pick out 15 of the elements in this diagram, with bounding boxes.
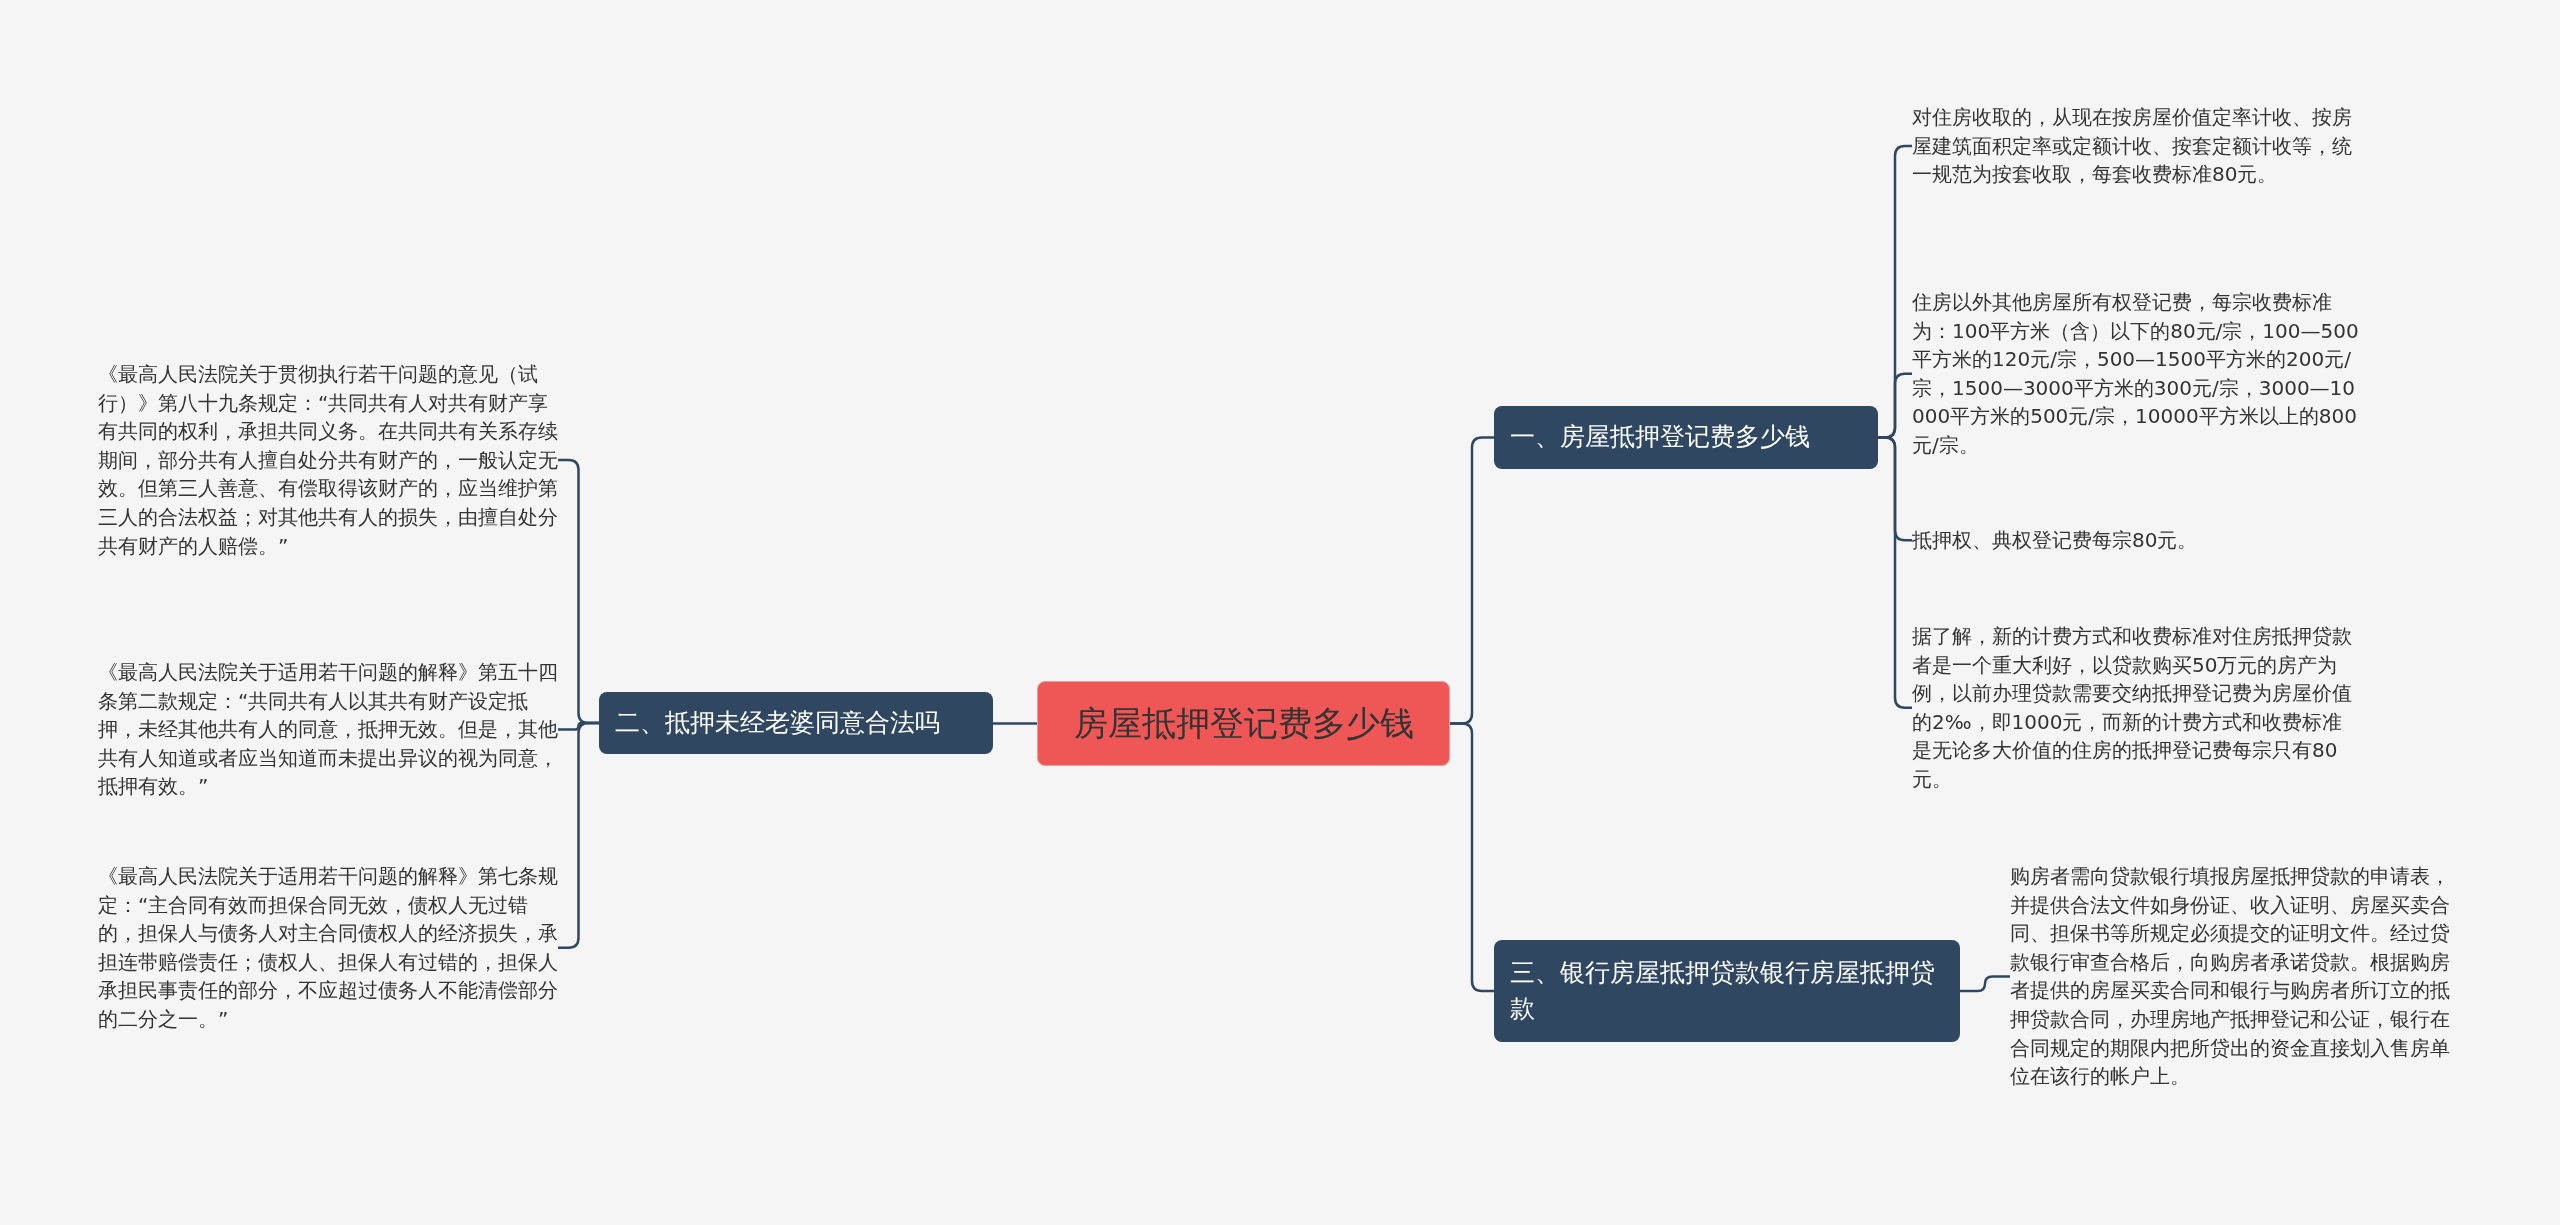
central-topic-box: 房屋抵押登记费多少钱 bbox=[1037, 681, 1450, 766]
note-text: 据了解，新的计费方式和收费标准对住房抵押贷款者是一个重大利好，以贷款购买50万元的房产为例，以前办理贷款需要交纳抵押登记费为房屋价值的2‰，即1000元，而新的计费方式和收费标准是无论多大价值的住房的抵押登记费每宗只有80元。 bbox=[1912, 622, 2362, 794]
topic-box: 二、抵押未经老婆同意合法吗 bbox=[599, 692, 993, 754]
note-text: 《最高人民法院关于适用若干问题的解释》第七条规定：“主合同有效而担保合同无效，债权人无过错的，担保人与债务人对主合同债权人的经济损失，承担连带赔偿责任；债权人、担保人有过错的，担保人承担民事责任的部分，不应超过债务人不能清偿部分的二分之一。” bbox=[98, 862, 558, 1034]
note-text: 《最高人民法院关于贯彻执行若干问题的意见（试行）》第八十九条规定：“共同共有人对共有财产享有共同的权利，承担共同义务。在共同共有关系存续期间，部分共有人擅自处分共有财产的，一般认定无效。但第三人善意、有偿取得该财产的，应当维护第三人的合法权益；对其他共有人的损失，由擅自处分共有财产的人赔偿。” bbox=[98, 360, 558, 561]
note-text: 住房以外其他房屋所有权登记费，每宗收费标准为：100平方米（含）以下的80元/宗，100—500平方米的120元/宗，500—1500平方米的200元/宗，1500—3000平方米的300元/宗，3000—10000平方米的500元/宗，10000平方米以上的800元/宗。 bbox=[1912, 288, 2362, 460]
note-text: 购房者需向贷款银行填报房屋抵押贷款的申请表，并提供合法文件如身份证、收入证明、房屋买卖合同、担保书等所规定必须提交的证明文件。经过贷款银行审查合格后，向购房者承诺贷款。根据购房者提供的房屋买卖合同和银行与购房者所订立的抵押贷款合同，办理房地产抵押登记和公证，银行在合同规定的期限内把所贷出的资金直接划入售房单位在该行的帐户上。 bbox=[2010, 862, 2462, 1091]
topic-box: 三、银行房屋抵押贷款银行房屋抵押贷款 bbox=[1494, 940, 1960, 1042]
note-text: 对住房收取的，从现在按房屋价值定率计收、按房屋建筑面积定率或定额计收、按套定额计收等，统一规范为按套收取，每套收费标准80元。 bbox=[1912, 103, 2362, 189]
connector-line bbox=[1960, 975, 2010, 993]
connector-line bbox=[1450, 722, 1494, 993]
topic-box: 一、房屋抵押登记费多少钱 bbox=[1494, 406, 1878, 469]
note-text: 《最高人民法院关于适用若干问题的解释》第五十四条第二款规定：“共同共有人以其共有财产设定抵押，未经其他共有人的同意，抵押无效。但是，其他共有人知道或者应当知道而未提出异议的视为同意，抵押有效。” bbox=[98, 658, 558, 801]
connector-line bbox=[993, 722, 1037, 725]
note-text: 抵押权、典权登记费每宗80元。 bbox=[1912, 526, 2362, 555]
